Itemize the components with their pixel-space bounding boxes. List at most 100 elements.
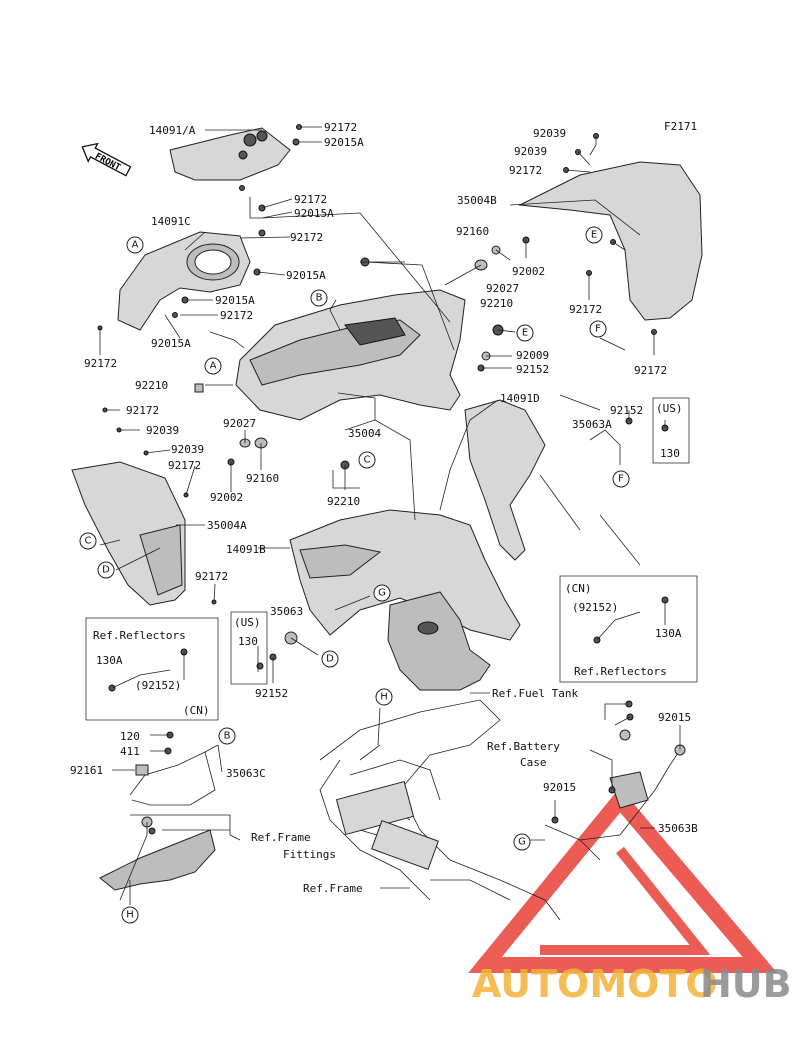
- frame-fittings-bracket: [99, 829, 216, 891]
- callout-F-2: F: [612, 470, 630, 488]
- part-label: 92027: [223, 417, 256, 430]
- svg-text:C: C: [85, 536, 92, 547]
- svg-text:B: B: [224, 731, 231, 742]
- ref-reflectors-right: Ref.Reflectors: [574, 665, 667, 678]
- part-label: 92161: [70, 764, 103, 777]
- svg-text:B: B: [316, 293, 323, 304]
- callout-D-2: D: [321, 650, 339, 668]
- part-label: 92172: [569, 303, 602, 316]
- part-label: 411: [120, 745, 140, 758]
- callout-A-2: A: [204, 357, 222, 375]
- frame: [319, 699, 561, 921]
- svg-text:F: F: [595, 324, 601, 335]
- part-label: 130: [238, 635, 258, 648]
- part-label: 92039: [533, 127, 566, 140]
- battery-bracket-35063B: [544, 729, 686, 861]
- ref-frame-fittings-1: Ref.Frame: [251, 831, 311, 844]
- part-label: 92015A: [215, 294, 255, 307]
- part-label: (US): [656, 402, 683, 415]
- svg-text:H: H: [380, 692, 388, 703]
- part-label: (92152): [572, 601, 618, 614]
- part-label: 92210: [480, 297, 513, 310]
- part-label: 92160: [456, 225, 489, 238]
- callout-C-1: C: [358, 451, 376, 469]
- part-label: 35063: [270, 605, 303, 618]
- part-label: 92172: [220, 309, 253, 322]
- part-label: 92039: [514, 145, 547, 158]
- svg-text:G: G: [518, 837, 526, 848]
- part-label: (92152): [135, 679, 181, 692]
- callout-B-1: B: [310, 289, 328, 307]
- part-label: 92210: [327, 495, 360, 508]
- watermark-auto: AUTOMOTO: [472, 962, 718, 1006]
- watermark-hub: HUB: [700, 962, 792, 1006]
- callout-H-1: H: [375, 688, 393, 706]
- ref-battery-case-1: Ref.Battery: [487, 740, 560, 753]
- part-label: 92015A: [151, 337, 191, 350]
- callout-E-1: E: [516, 324, 534, 342]
- part-label: 14091D: [500, 392, 540, 405]
- part-label: 130A: [655, 627, 682, 640]
- callout-A-1: A: [126, 236, 144, 254]
- part-label: 92015: [658, 711, 691, 724]
- part-label: 92002: [210, 491, 243, 504]
- part-label: 35004A: [207, 519, 247, 532]
- part-number-labels: 14091/A 92172 92015A 92172 92015A 14091C…: [70, 121, 698, 835]
- part-label: 92172: [324, 121, 357, 134]
- ref-battery-case-2: Case: [520, 756, 547, 769]
- part-label: 14091B: [226, 543, 266, 556]
- figure-code: F2171: [664, 120, 697, 133]
- front-arrow-icon: FRONT: [81, 142, 132, 177]
- part-label: 120: [120, 730, 140, 743]
- svg-text:G: G: [378, 588, 386, 599]
- part-label: 92172: [294, 193, 327, 206]
- part-label: 92015A: [294, 207, 334, 220]
- part-label: 35004B: [457, 194, 497, 207]
- svg-text:E: E: [591, 230, 597, 241]
- part-label: 92015A: [324, 136, 364, 149]
- reference-labels: Ref.Reflectors Ref.Reflectors Ref.Fuel T…: [93, 629, 667, 895]
- part-label: 92152: [516, 363, 549, 376]
- part-label: 92039: [171, 443, 204, 456]
- lower-cover-14091B: [289, 509, 521, 641]
- upper-cover-14091A: [169, 127, 291, 191]
- part-label: 92160: [246, 472, 279, 485]
- side-cover-35004A: [71, 461, 186, 606]
- svg-text:H: H: [126, 910, 134, 921]
- part-label: 92172: [126, 404, 159, 417]
- part-label: 130: [660, 447, 680, 460]
- part-label: 14091/A: [149, 124, 196, 137]
- ref-reflectors-left: Ref.Reflectors: [93, 629, 186, 642]
- part-label: 92002: [512, 265, 545, 278]
- ref-frame: Ref.Frame: [303, 882, 363, 895]
- part-label: 92172: [168, 459, 201, 472]
- callout-circles: A A B B C C D D E E F F G G H H: [79, 226, 630, 924]
- callout-E-2: E: [585, 226, 603, 244]
- callout-B-2: B: [218, 727, 236, 745]
- part-label: 92172: [84, 357, 117, 370]
- ref-fuel-tank: Ref.Fuel Tank: [492, 687, 578, 700]
- part-label: (US): [234, 616, 261, 629]
- svg-text:A: A: [132, 240, 139, 251]
- part-label: 14091C: [151, 215, 191, 228]
- svg-text:D: D: [102, 565, 110, 576]
- part-label: 92210: [135, 379, 168, 392]
- region-boxes: [85, 397, 698, 721]
- part-label: 92152: [610, 404, 643, 417]
- svg-text:F: F: [618, 474, 624, 485]
- watermark-logo-icon: [468, 787, 778, 973]
- part-label: 35063B: [658, 822, 698, 835]
- svg-text:E: E: [522, 328, 528, 339]
- watermark-text: AUTOMOTO HUB: [472, 962, 792, 1006]
- part-label: 92039: [146, 424, 179, 437]
- ref-frame-fittings-2: Fittings: [283, 848, 336, 861]
- callout-F-1: F: [589, 320, 607, 338]
- part-label: 92027: [486, 282, 519, 295]
- svg-text:A: A: [210, 361, 217, 372]
- bracket-35063C: [129, 744, 219, 806]
- side-panel-14091D: [464, 399, 546, 561]
- part-label: 92172: [634, 364, 667, 377]
- part-label: 35063C: [226, 767, 266, 780]
- part-label: 92009: [516, 349, 549, 362]
